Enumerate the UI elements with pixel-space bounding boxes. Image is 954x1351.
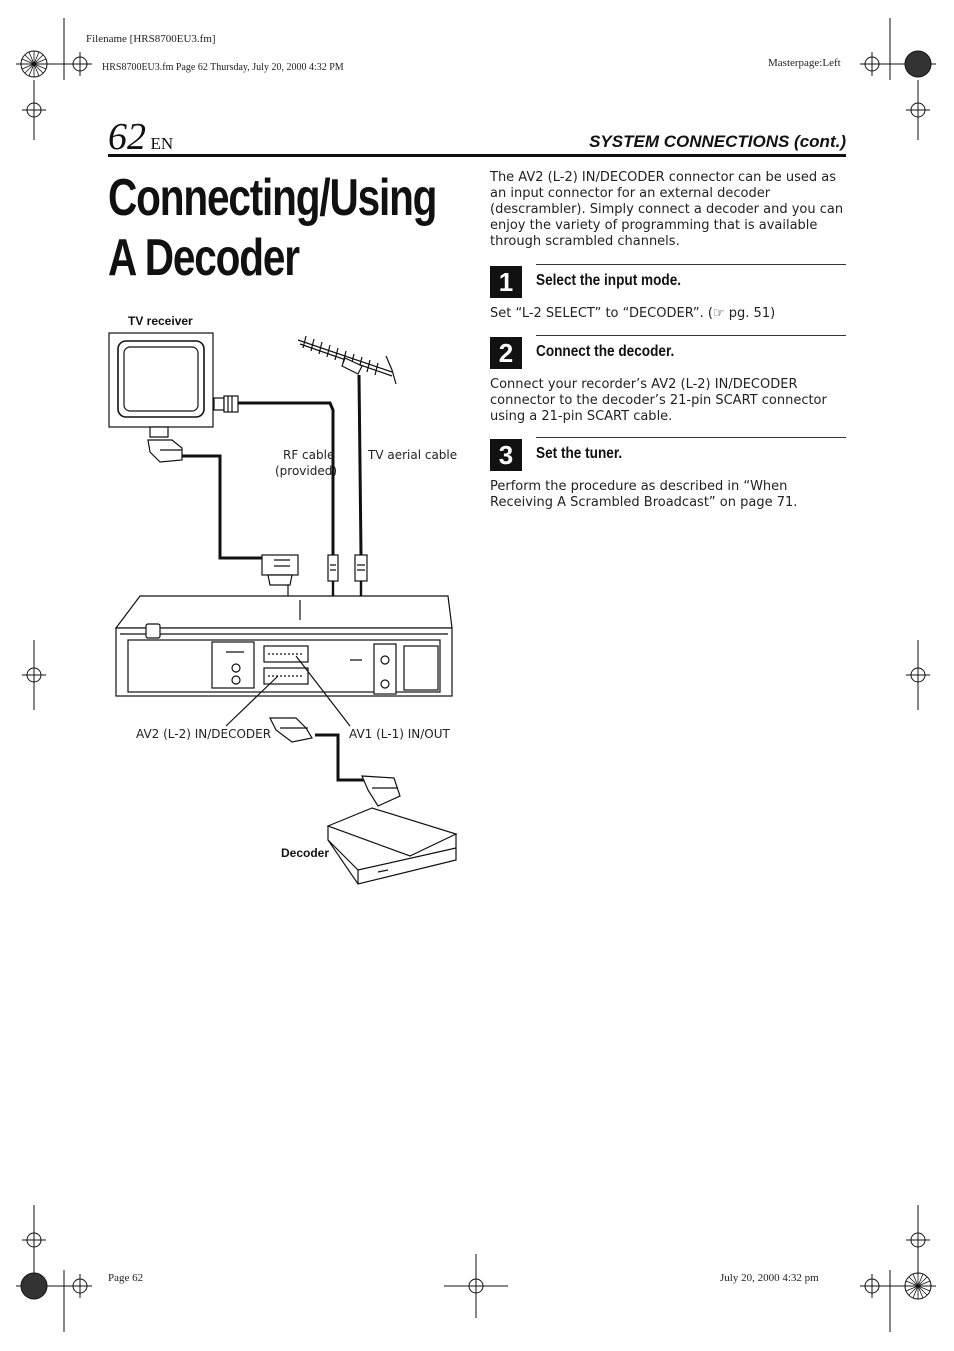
decoder-illustration [326, 807, 458, 885]
step-1-body: Set “L-2 SELECT” to “DECODER”. (☞ pg. 51… [490, 306, 776, 321]
diagram-label-decoder: Decoder [281, 846, 330, 860]
filename-meta: Filename [HRS8700EU3.fm] [86, 33, 216, 45]
page-lang: EN [150, 134, 174, 153]
step-3-title: Set the tuner. [536, 445, 623, 462]
diagram-label-tv-receiver: TV receiver [128, 314, 193, 328]
step-1-rule [536, 264, 846, 265]
connection-diagram [108, 332, 458, 885]
step-2-body: Connect your recorder’s AV2 (L-2) IN/DEC… [490, 377, 827, 424]
header-rule [108, 154, 846, 157]
page-title: Connecting/Using A Decoder [108, 168, 437, 288]
diagram-label-rf-provided: (provided) [275, 464, 338, 478]
step-3-rule [536, 437, 846, 438]
step-2-title: Connect the decoder. [536, 343, 675, 360]
step-3-body: Perform the procedure as described in “W… [490, 479, 798, 510]
masterpage-meta: Masterpage:Left [768, 57, 841, 69]
footer-page: Page 62 [108, 1272, 144, 1284]
step-1-title: Select the input mode. [536, 272, 682, 289]
diagram-label-tv-aerial-cable: TV aerial cable [368, 448, 458, 462]
step-2-badge: 2 [490, 337, 522, 369]
fm-page-meta: HRS8700EU3.fm Page 62 Thursday, July 20,… [102, 62, 344, 73]
page-title-line2: A Decoder [108, 229, 300, 287]
page-title-line1: Connecting/Using [108, 169, 437, 227]
vcr-illustration [114, 595, 453, 697]
intro-paragraph: The AV2 (L-2) IN/DECODER connector can b… [490, 170, 844, 249]
section-title: SYSTEM CONNECTIONS (cont.) [589, 132, 846, 151]
footer-date: July 20, 2000 4:32 pm [720, 1272, 819, 1284]
page-number: 62 [108, 116, 146, 158]
diagram-label-rf-cable: RF cable [283, 448, 335, 462]
diagram-label-av2: AV2 (L-2) IN/DECODER [136, 727, 272, 741]
diagram-label-av1: AV1 (L-1) IN/OUT [349, 727, 450, 741]
step-3-badge: 3 [490, 439, 522, 471]
step-2-rule [536, 335, 846, 336]
page-header: 62 EN [108, 118, 173, 156]
step-1-badge: 1 [490, 266, 522, 298]
tv-receiver-illustration [108, 332, 214, 438]
